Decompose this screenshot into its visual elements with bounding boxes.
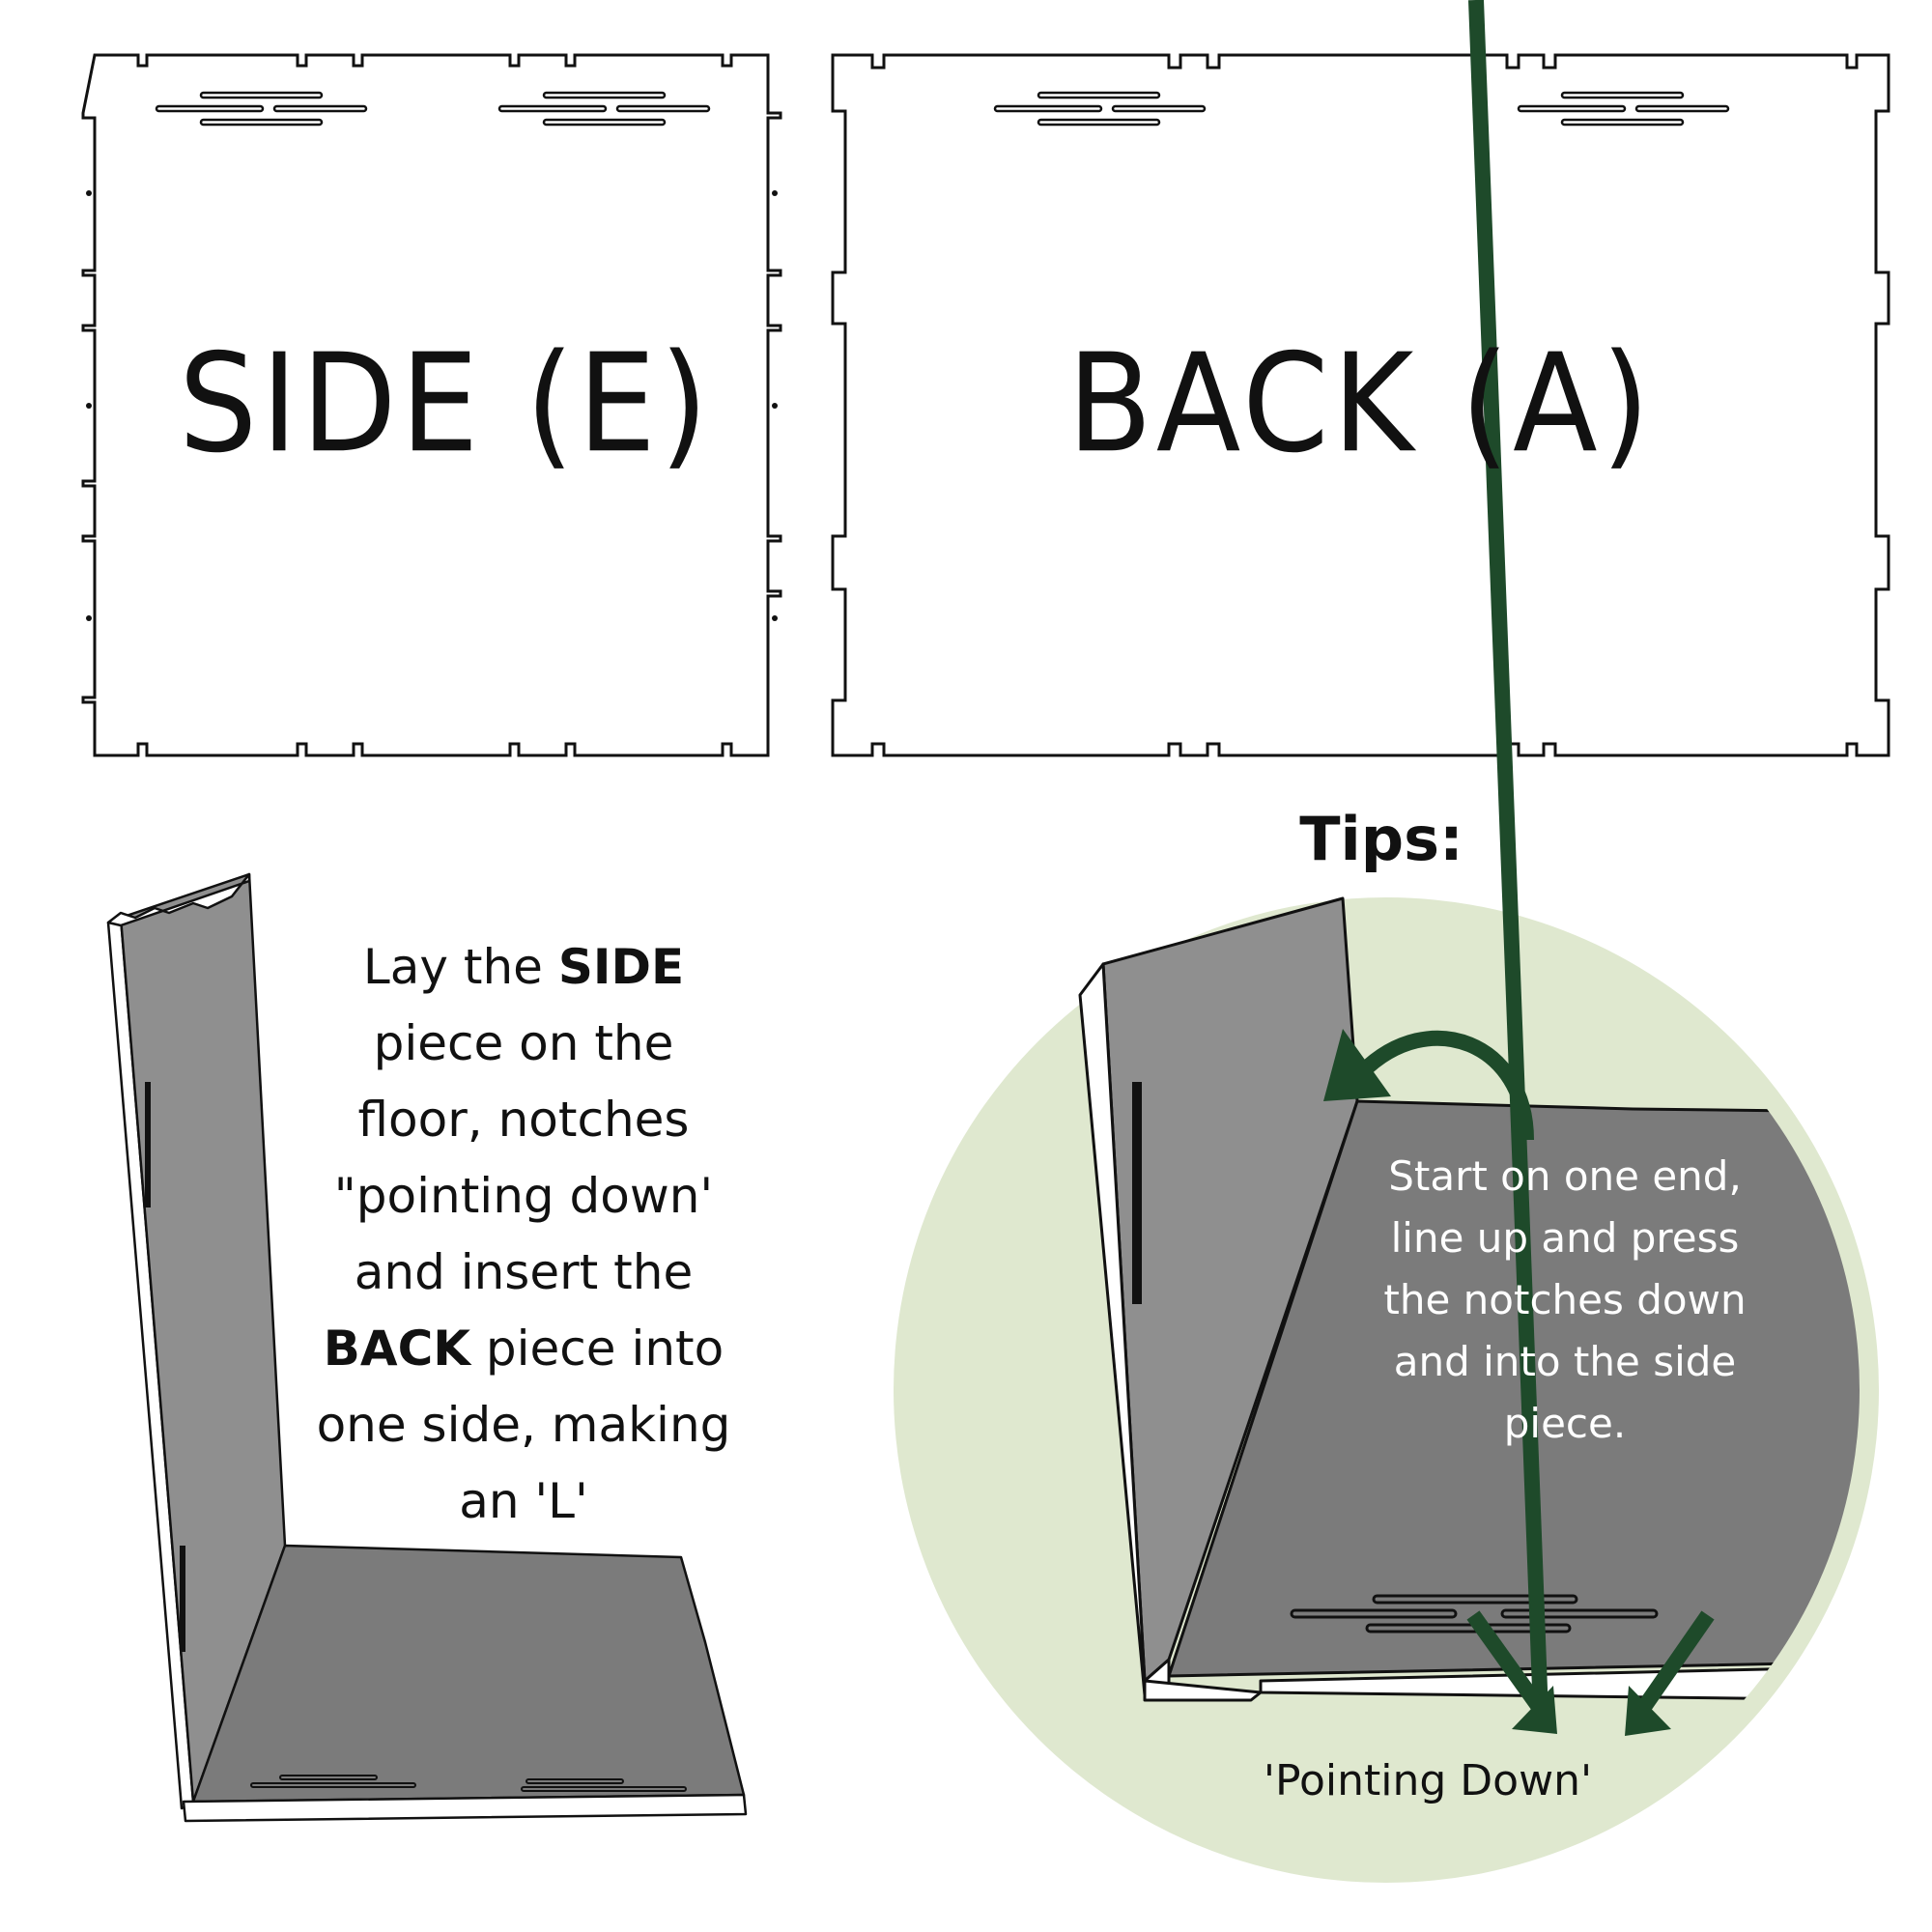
pointing-down-label: 'Pointing Down' <box>1263 1756 1593 1805</box>
tip-line: line up and press <box>1390 1214 1740 1262</box>
side-slots <box>155 91 711 127</box>
tip-line: Start on one end, <box>1388 1152 1742 1200</box>
tip-line: piece. <box>1503 1400 1627 1447</box>
instruction-line: an 'L' <box>459 1473 588 1529</box>
l-assembly-illustration <box>106 872 748 1823</box>
back-panel-label: BACK (A) <box>1067 325 1654 484</box>
down-arrow-head-left <box>1512 1686 1557 1734</box>
instruction-line: "pointing down' <box>333 1168 714 1224</box>
side-panel-label: SIDE (E) <box>179 325 712 484</box>
back-slots <box>993 91 1730 127</box>
instruction-line: and insert the <box>354 1244 694 1300</box>
down-arrow-head-right <box>1625 1686 1671 1736</box>
tips-heading: Tips: <box>1299 804 1463 874</box>
curved-arrow-head <box>1323 1029 1391 1101</box>
instruction-text: Lay the SIDE piece on the floor, notches… <box>272 929 775 1540</box>
instruction-line: floor, notches <box>357 1092 690 1148</box>
down-arrow-icon-left <box>1468 0 1548 1716</box>
instruction-line: piece on the <box>373 1015 674 1071</box>
back-panel-outline <box>831 53 1890 757</box>
tip-line: and into the side <box>1393 1338 1737 1385</box>
instruction-line: Lay the SIDE <box>362 939 685 995</box>
instruction-line: BACK piece into <box>323 1321 724 1377</box>
tip-line: the notches down <box>1383 1276 1747 1323</box>
tip-text: Start on one end, line up and press the … <box>1323 1146 1806 1455</box>
instruction-line: one side, making <box>316 1397 731 1453</box>
side-panel-outline <box>81 53 782 757</box>
down-arrow-shaft-right <box>1635 1610 1715 1715</box>
down-arrow-shaft-left <box>1466 1610 1548 1715</box>
